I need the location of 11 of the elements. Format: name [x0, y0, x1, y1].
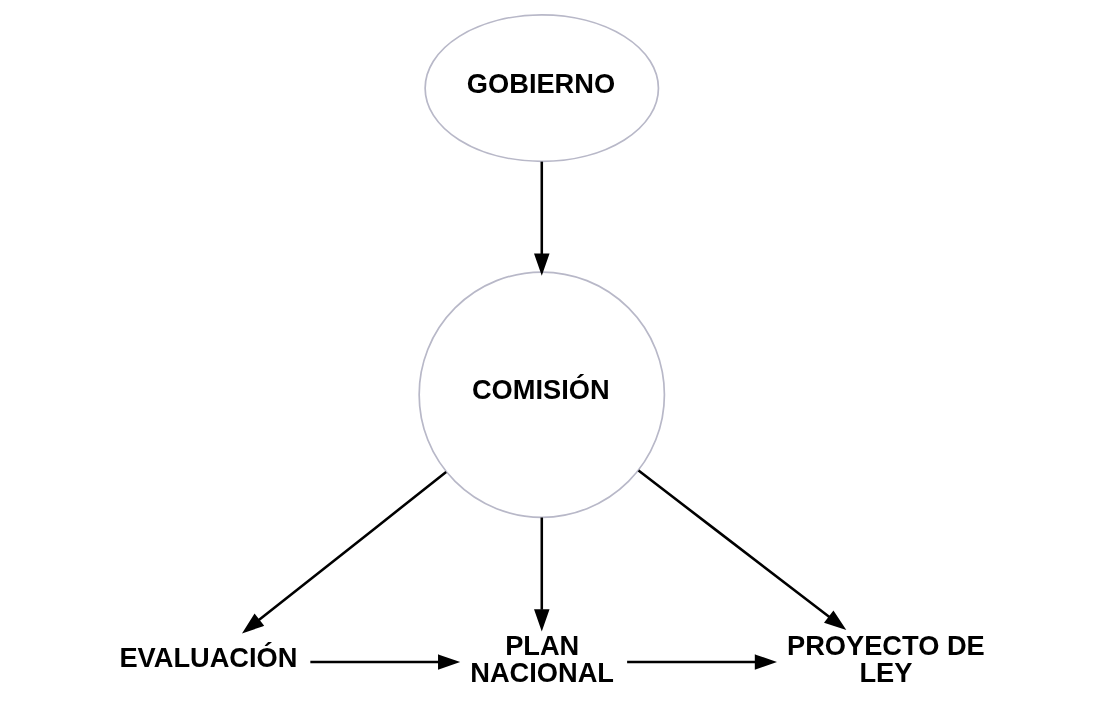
node-ellipse: GOBIERNO — [423, 14, 659, 163]
arrow — [241, 471, 447, 634]
node-circle: COMISIÓN — [417, 271, 665, 519]
node-text: PLAN NACIONAL — [469, 629, 614, 689]
arrow — [309, 654, 460, 670]
arrow — [637, 469, 846, 631]
arrow — [533, 161, 550, 276]
arrow — [533, 517, 550, 632]
node-text: PROYECTO DE LEY — [786, 629, 985, 689]
arrow — [626, 654, 777, 670]
node-text: EVALUACIÓN — [118, 641, 297, 673]
